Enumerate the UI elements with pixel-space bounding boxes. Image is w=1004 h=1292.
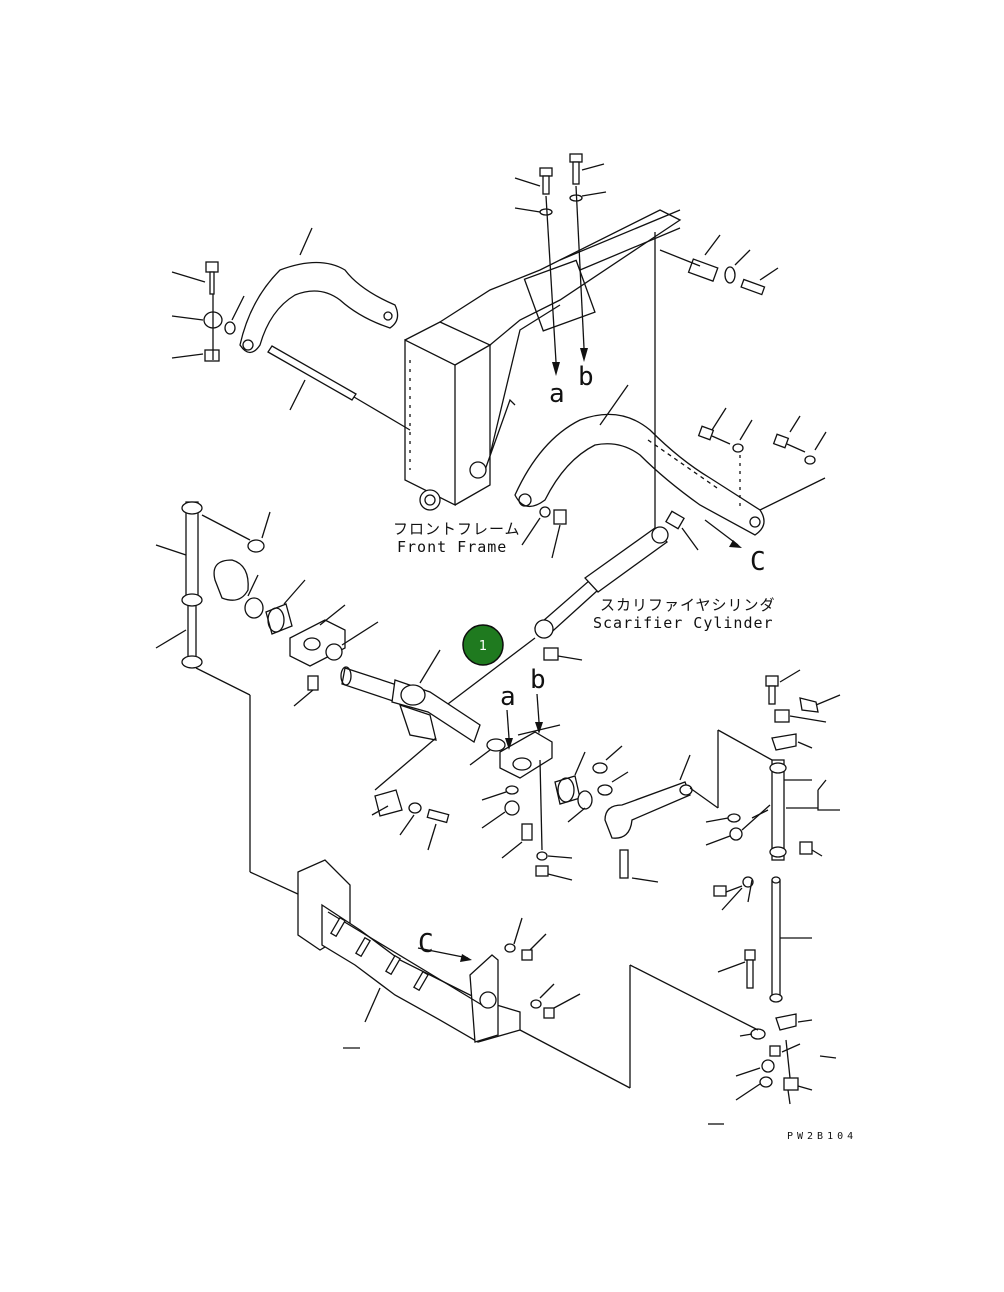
right-arm-assembly <box>514 232 827 559</box>
scarifier-cylinder-label-jp: スカリファイヤシリンダ <box>600 596 776 614</box>
scarifier-shaft <box>340 649 506 851</box>
ref-b-center: b <box>530 665 546 695</box>
scarifier-cylinder-label-en: Scarifier Cylinder <box>593 614 774 632</box>
front-frame <box>404 209 682 511</box>
ref-c-right: C <box>750 547 766 577</box>
callout-1-number[interactable]: 1 <box>479 639 487 654</box>
ref-a-top: a <box>549 379 565 409</box>
front-frame-label-jp: フロントフレーム <box>393 520 521 538</box>
right-top-pin-group <box>659 234 779 296</box>
top-bolt-group <box>514 153 607 376</box>
ref-b-top: b <box>578 362 594 392</box>
front-frame-label-en: Front Frame <box>397 538 507 556</box>
right-vertical-shaft-group <box>705 669 841 1125</box>
callout-1-circle[interactable] <box>462 624 504 666</box>
right-clamp-rod-group <box>604 729 773 883</box>
scarifier-cylinder <box>439 510 699 711</box>
ref-a-center: a <box>500 682 516 712</box>
callout-1-marker[interactable]: 1 <box>462 624 504 666</box>
drawing-code: PW2B104 <box>787 1131 857 1142</box>
left-arm-assembly <box>171 227 411 431</box>
ref-c-beam: C <box>418 929 434 959</box>
center-bracket-group <box>481 693 629 881</box>
scarifier-beam <box>297 859 759 1089</box>
left-link-rod-group <box>155 501 379 896</box>
